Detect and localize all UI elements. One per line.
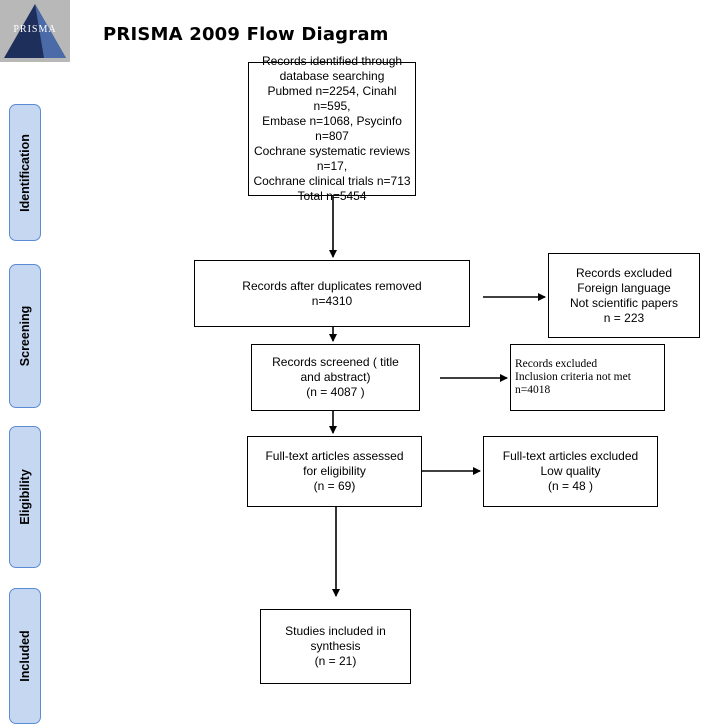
box-fulltext-excluded-text: Full-text articles excluded Low quality …	[503, 449, 638, 494]
prisma-logo: PRISMA	[0, 0, 70, 62]
box-excluded-criteria: Records excluded Inclusion criteria not …	[510, 344, 665, 411]
box-records-screened: Records screened ( title and abstract) (…	[251, 344, 420, 411]
box-fulltext-excluded: Full-text articles excluded Low quality …	[483, 436, 658, 507]
box-records-screened-text: Records screened ( title and abstract) (…	[272, 355, 399, 400]
text-line: n=4310	[311, 293, 353, 308]
text-line: Records excluded	[575, 265, 673, 280]
text-line: n = 223	[603, 310, 645, 325]
text-line: Not scientific papers	[569, 295, 679, 310]
text-line: Records identified through	[261, 54, 403, 68]
prisma-logo-icon	[4, 4, 66, 58]
text-line: Low quality	[540, 464, 601, 478]
box-records-identified-text: Records identified through database sear…	[249, 54, 415, 204]
box-fulltext-assessed: Full-text articles assessed for eligibil…	[247, 436, 422, 507]
text-line: Studies included in	[285, 624, 386, 638]
page-title: PRISMA 2009 Flow Diagram	[103, 24, 389, 45]
text-line: Cochrane systematic reviews n=17,	[253, 144, 411, 173]
box-studies-included: Studies included in synthesis (n = 21)	[260, 609, 411, 684]
text-line: Embase n=1068, Psycinfo n=807	[262, 114, 402, 143]
text-line: (n = 21)	[314, 654, 357, 668]
box-excluded-language-text: Records excluded Foreign language Not sc…	[570, 266, 678, 326]
text-line: Records after duplicates removed	[242, 278, 422, 293]
box-excluded-criteria-text: Records excluded Inclusion criteria not …	[515, 358, 631, 397]
text-line: and abstract)	[300, 370, 371, 384]
phase-included: Included	[9, 588, 41, 724]
text-line: (n = 4087 )	[306, 385, 365, 399]
text-line: (n = 69)	[313, 479, 356, 493]
box-duplicates-removed-text: Records after duplicates removed n=4310	[242, 279, 421, 309]
text-line: Inclusion criteria not met	[515, 371, 631, 383]
box-fulltext-assessed-text: Full-text articles assessed for eligibil…	[265, 449, 403, 494]
phase-eligibility: Eligibility	[9, 426, 41, 568]
text-line: Full-text articles assessed	[265, 449, 404, 463]
box-excluded-language: Records excluded Foreign language Not sc…	[548, 253, 700, 338]
box-records-identified: Records identified through database sear…	[248, 54, 416, 203]
text-line: (n = 48 )	[547, 479, 593, 493]
phase-screening: Screening	[9, 264, 41, 408]
text-line: Foreign language	[577, 280, 671, 295]
text-line: Full-text articles excluded	[502, 449, 639, 463]
text-line: n=4018	[515, 384, 551, 396]
box-studies-included-text: Studies included in synthesis (n = 21)	[285, 624, 386, 669]
text-line: database searching	[279, 69, 385, 83]
box-duplicates-removed: Records after duplicates removed n=4310	[194, 260, 470, 327]
phase-identification: Identification	[9, 104, 41, 241]
text-line: for eligibility	[303, 464, 366, 478]
text-line: Records screened ( title	[272, 355, 399, 369]
text-line: Total n=5454	[297, 189, 367, 203]
logo-text: PRISMA	[13, 24, 57, 35]
text-line: Records excluded	[515, 358, 598, 370]
text-line: synthesis	[310, 639, 361, 653]
text-line: Pubmed n=2254, Cinahl n=595,	[267, 84, 397, 113]
text-line: Cochrane clinical trials n=713	[253, 174, 411, 188]
